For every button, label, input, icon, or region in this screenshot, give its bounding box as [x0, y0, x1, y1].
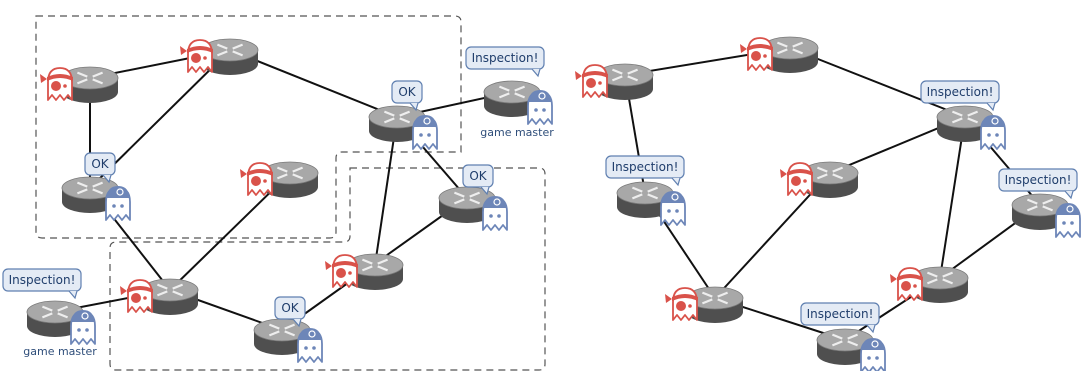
dashed-region [35, 15, 462, 239]
inspection-label: Inspection! [472, 51, 539, 65]
router-icon [368, 105, 426, 142]
blue-ghost-icon [105, 186, 131, 221]
router-icon [141, 278, 199, 315]
router-node: Inspection! game master [465, 46, 554, 139]
router-icon [801, 161, 859, 198]
router-node: Inspection! [920, 80, 1006, 150]
router-node [575, 63, 654, 100]
router-node [890, 266, 969, 303]
red-ghost-icon [780, 162, 813, 196]
router-node: OK [61, 152, 131, 221]
ok-speech-bubble: OK [462, 164, 494, 196]
router-node: OK [368, 80, 438, 150]
router-icon [616, 181, 674, 218]
router-icon [911, 266, 969, 303]
red-ghost-icon [180, 39, 213, 73]
red-ghost-icon [575, 64, 608, 98]
red-ghost-icon [120, 279, 153, 313]
router-node [240, 161, 319, 198]
inspection-speech-bubble: Inspection! [465, 46, 545, 78]
inspection-speech-bubble: Inspection! [998, 168, 1078, 200]
blue-ghost-icon [297, 328, 323, 363]
router-node: OK [253, 296, 323, 363]
router-icon [201, 38, 259, 75]
router-node: Inspection! [998, 168, 1081, 238]
router-icon [61, 176, 119, 213]
blue-ghost-icon [980, 115, 1006, 150]
blue-ghost-icon [527, 90, 553, 125]
router-node: Inspection! [800, 302, 886, 373]
router-icon [253, 318, 311, 355]
red-ghost-icon [325, 254, 358, 288]
ok-label: OK [469, 169, 487, 183]
router-icon [816, 328, 874, 365]
router-node: Inspection! game master [2, 268, 97, 358]
router-icon [61, 66, 119, 103]
router-icon [686, 286, 744, 323]
router-node [120, 278, 199, 315]
ok-label: OK [281, 301, 299, 315]
inspection-speech-bubble: Inspection! [605, 155, 685, 187]
red-ghost-icon [240, 162, 273, 196]
router-icon [1011, 193, 1069, 230]
inspection-speech-bubble: Inspection! [920, 80, 1000, 112]
inspection-label: Inspection! [9, 273, 76, 287]
dashed-regions [35, 15, 546, 371]
red-ghost-icon [665, 287, 698, 321]
router-icon [261, 161, 319, 198]
router-icon [346, 253, 404, 290]
inspection-speech-bubble: Inspection! [2, 268, 82, 300]
blue-ghost-icon [70, 310, 96, 345]
router-node [780, 161, 859, 198]
router-node [325, 253, 404, 290]
network-link [939, 116, 966, 279]
game-master-caption: game master [480, 126, 554, 139]
ok-speech-bubble: OK [274, 296, 306, 328]
blue-ghost-icon [660, 191, 686, 226]
game-master-caption: game master [23, 345, 97, 358]
network-link [789, 47, 966, 118]
router-node [180, 38, 259, 75]
router-node: OK [438, 164, 508, 231]
router-node [740, 36, 819, 73]
red-ghost-icon [40, 67, 73, 101]
inspection-speech-bubble: Inspection! [800, 302, 880, 334]
ok-label: OK [398, 85, 416, 99]
blue-ghost-icon [482, 196, 508, 231]
network-edges [54, 47, 1041, 341]
inspection-label: Inspection! [807, 307, 874, 321]
router-icon [596, 63, 654, 100]
ok-label: OK [91, 157, 109, 171]
inspection-label: Inspection! [1005, 173, 1072, 187]
router-node [665, 286, 744, 323]
red-ghost-icon [890, 267, 923, 301]
blue-ghost-icon [1055, 203, 1081, 238]
blue-ghost-icon [860, 338, 886, 373]
router-node: Inspection! [605, 155, 686, 226]
inspection-label: Inspection! [927, 85, 994, 99]
inspection-label: Inspection! [612, 160, 679, 174]
router-icon [761, 36, 819, 73]
red-ghost-icon [740, 37, 773, 71]
router-icon [483, 80, 541, 117]
router-icon [26, 300, 84, 337]
ok-speech-bubble: OK [84, 152, 116, 184]
router-icon [438, 186, 496, 223]
ok-speech-bubble: OK [391, 80, 423, 112]
dashed-region [109, 167, 546, 371]
blue-ghost-icon [412, 115, 438, 150]
router-node [40, 66, 119, 103]
